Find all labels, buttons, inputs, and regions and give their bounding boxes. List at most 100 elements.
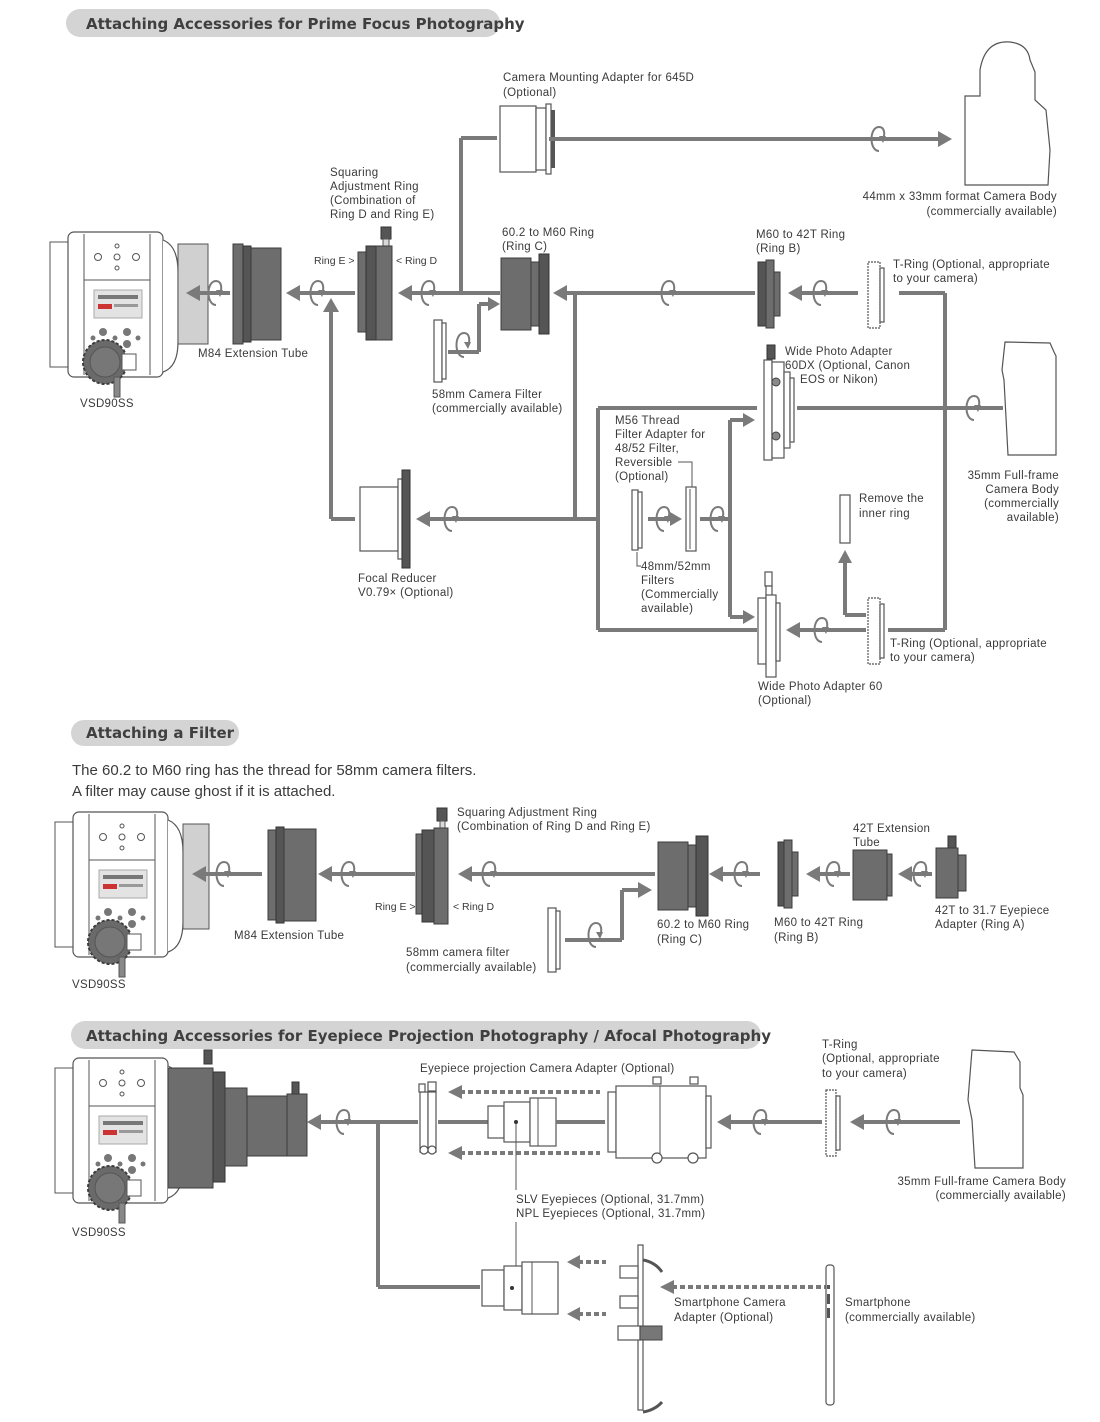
svg-text:Adapter (Optional): Adapter (Optional) <box>674 1312 773 1324</box>
section-title: Attaching Accessories for Eyepiece Proje… <box>86 1027 771 1045</box>
squaring-ring-label-1: Squaring <box>330 167 378 179</box>
telescope-label: VSD90SS <box>72 1227 126 1239</box>
ext-42t-label: 42T Extension <box>853 823 930 835</box>
smartphone-adapter-label: Smartphone Camera <box>674 1297 786 1309</box>
svg-text:(Ring C): (Ring C) <box>502 241 547 253</box>
camera-44x33-label: 44mm x 33mm format Camera Body <box>863 191 1057 203</box>
svg-text:60DX (Optional, Canon: 60DX (Optional, Canon <box>785 360 910 372</box>
svg-text:(commercially available): (commercially available) <box>926 206 1057 218</box>
camera-35-label: 35mm Full-frame <box>968 470 1059 482</box>
ring-c-label: 60.2 to M60 Ring <box>502 227 594 239</box>
filter-58mm <box>433 319 443 383</box>
filter-58-label: 58mm camera filter <box>406 947 510 959</box>
camera-body-35mm <box>967 1049 1024 1169</box>
eyepieces-label-slv: SLV Eyepieces (Optional, 31.7mm) <box>516 1194 704 1206</box>
svg-text:(commercially available): (commercially available) <box>845 1312 976 1324</box>
svg-text:Ring D and Ring E): Ring D and Ring E) <box>330 209 434 221</box>
section-title-pill <box>71 720 239 746</box>
svg-text:(commercially: (commercially <box>984 498 1059 510</box>
filters-48-52-label: 48mm/52mm <box>641 561 711 573</box>
filter-58-label: 58mm Camera Filter <box>432 389 542 401</box>
eyepiece-lower <box>481 1261 559 1315</box>
svg-text:(Combination of Ring D and Rin: (Combination of Ring D and Ring E) <box>457 821 651 833</box>
camera-mounting-adapter-645d <box>499 103 555 175</box>
filter-58mm <box>547 907 557 973</box>
t-ring-bottom <box>867 597 885 665</box>
svg-text:Camera Body: Camera Body <box>985 484 1059 496</box>
eyepieces-label-npl: NPL Eyepieces (Optional, 31.7mm) <box>516 1208 705 1220</box>
inner-ring <box>839 494 851 544</box>
camera-35-label: 35mm Full-frame Camera Body <box>897 1176 1066 1188</box>
remove-inner-label: Remove the <box>859 493 924 505</box>
filter-48-52 <box>631 489 639 551</box>
svg-text:(Optional): (Optional) <box>758 695 812 707</box>
svg-text:Filter Adapter for: Filter Adapter for <box>615 429 705 441</box>
focal-reducer-label: Focal Reducer <box>358 573 437 585</box>
telescope-label: VSD90SS <box>72 979 126 991</box>
svg-text:to your camera): to your camera) <box>890 652 975 664</box>
ring-a-label: 42T to 31.7 Eyepiece <box>935 905 1049 917</box>
section-title: Attaching a Filter <box>86 724 235 742</box>
section-title-pill <box>71 1021 761 1049</box>
camera-body-44x33 <box>964 41 1051 186</box>
ring-d-label: < Ring D <box>453 901 495 913</box>
ring-c-60-2-to-m60 <box>657 835 709 917</box>
camera-body-35mm-top <box>1001 341 1057 456</box>
ring-c-label: 60.2 to M60 Ring <box>657 919 749 931</box>
m84-tube-label: M84 Extension Tube <box>234 930 344 942</box>
section-prime-focus: Attaching Accessories for Prime Focus Ph… <box>49 9 1059 707</box>
extension-tube-42t <box>852 849 893 901</box>
wide-photo-adapter-60 <box>757 571 781 678</box>
ep-adapter-label: Eyepiece projection Camera Adapter (Opti… <box>420 1063 675 1075</box>
svg-text:available): available) <box>1007 512 1059 524</box>
telescope-vsd90ss <box>54 811 210 978</box>
ring-c-60-2-to-m60 <box>500 253 550 335</box>
section-title: Attaching Accessories for Prime Focus Ph… <box>86 15 525 33</box>
telescope-label: VSD90SS <box>80 398 134 410</box>
eyepiece-projection-adapter-clamp <box>418 1081 437 1155</box>
svg-text:(Ring B): (Ring B) <box>756 243 801 255</box>
wide-photo-adapter-60dx <box>763 344 795 461</box>
m84-extension-tube <box>267 826 317 924</box>
svg-text:Reversible: Reversible <box>615 457 672 469</box>
adapter-645d-label: Camera Mounting Adapter for 645D <box>503 72 694 84</box>
svg-text:to your camera): to your camera) <box>822 1068 907 1080</box>
svg-text:Tube: Tube <box>853 837 880 849</box>
m56-adapter-label: M56 Thread <box>615 415 680 427</box>
t-ring-bottom-label: T-Ring (Optional, appropriate <box>890 638 1047 650</box>
telescope-vsd90ss <box>49 231 209 398</box>
filter-note-2: A filter may cause ghost if it is attach… <box>72 783 335 800</box>
squaring-adjustment-ring <box>415 807 449 925</box>
telescope-focuser-assembly <box>167 1049 308 1189</box>
svg-text:Adapter (Ring A): Adapter (Ring A) <box>935 919 1025 931</box>
ring-b-label: M60 to 42T Ring <box>756 229 845 241</box>
svg-text:(Commercially: (Commercially <box>641 589 718 601</box>
t-ring-label: T-Ring <box>822 1039 858 1051</box>
telescope-vsd90ss <box>54 1057 184 1224</box>
svg-text:(Ring B): (Ring B) <box>774 932 819 944</box>
svg-text:(Combination of: (Combination of <box>330 195 416 207</box>
svg-text:(Optional): (Optional) <box>615 471 669 483</box>
svg-text:to your camera): to your camera) <box>893 273 978 285</box>
svg-text:Adjustment Ring: Adjustment Ring <box>330 181 419 193</box>
svg-text:available): available) <box>641 603 693 615</box>
section-filter: Attaching a Filter The 60.2 to M60 ring … <box>54 720 1049 991</box>
svg-text:(Ring C): (Ring C) <box>657 934 702 946</box>
ring-a-eyepiece-adapter <box>935 835 967 899</box>
t-ring <box>825 1089 841 1157</box>
filter-note-1: The 60.2 to M60 ring has the thread for … <box>72 762 476 779</box>
ring-e-label: Ring E > <box>314 255 355 267</box>
ring-b-m60-to-42t <box>757 259 781 329</box>
ring-b-m60-to-42t <box>777 839 799 909</box>
svg-text:(commercially available): (commercially available) <box>432 403 563 415</box>
svg-text:Filters: Filters <box>641 575 674 587</box>
svg-text:EOS or Nikon): EOS or Nikon) <box>800 374 878 386</box>
svg-text:(commercially available): (commercially available) <box>406 962 537 974</box>
svg-text:inner ring: inner ring <box>859 508 910 520</box>
m84-extension-tube <box>232 243 282 345</box>
focal-reducer <box>359 469 411 569</box>
ring-d-label: < Ring D <box>396 255 438 267</box>
section-eyepiece: Attaching Accessories for Eyepiece Proje… <box>54 1021 1066 1414</box>
m84-tube-label: M84 Extension Tube <box>198 348 308 360</box>
eyepiece-projection-adapter-body <box>607 1076 712 1164</box>
